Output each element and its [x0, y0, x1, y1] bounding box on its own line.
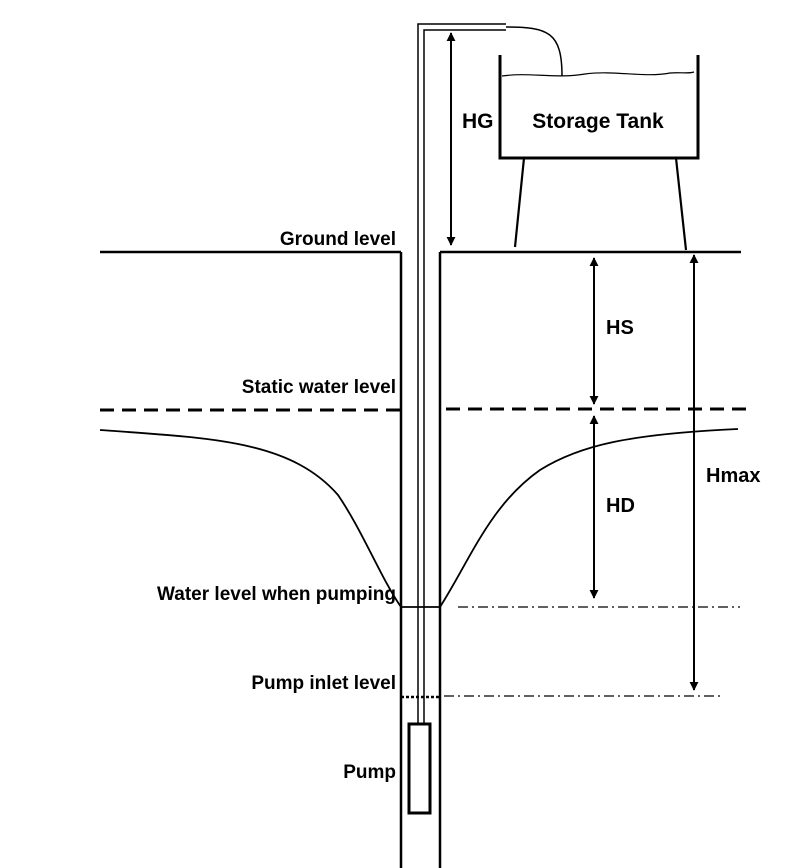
pump-body — [407, 722, 432, 815]
pump-inlet-level-label: Pump inlet level — [251, 673, 396, 694]
pump-label: Pump — [343, 762, 396, 783]
hmax-label: Hmax — [706, 465, 760, 487]
storage-tank-label: Storage Tank — [532, 110, 664, 133]
borehole — [399, 252, 442, 868]
hg-label: HG — [462, 110, 494, 133]
hs-label: HS — [606, 317, 634, 339]
riser-pipe — [417, 23, 563, 810]
static-water-level-label: Static water level — [242, 377, 396, 398]
static-water-level-line — [100, 407, 746, 412]
hd-label: HD — [606, 495, 635, 517]
storage-tank — [498, 55, 700, 251]
pump-inlet-level-line — [401, 695, 724, 699]
water-level-pumping-label: Water level when pumping — [157, 584, 396, 605]
drawdown-curve — [99, 428, 739, 608]
ground-level-label: Ground level — [280, 229, 396, 250]
